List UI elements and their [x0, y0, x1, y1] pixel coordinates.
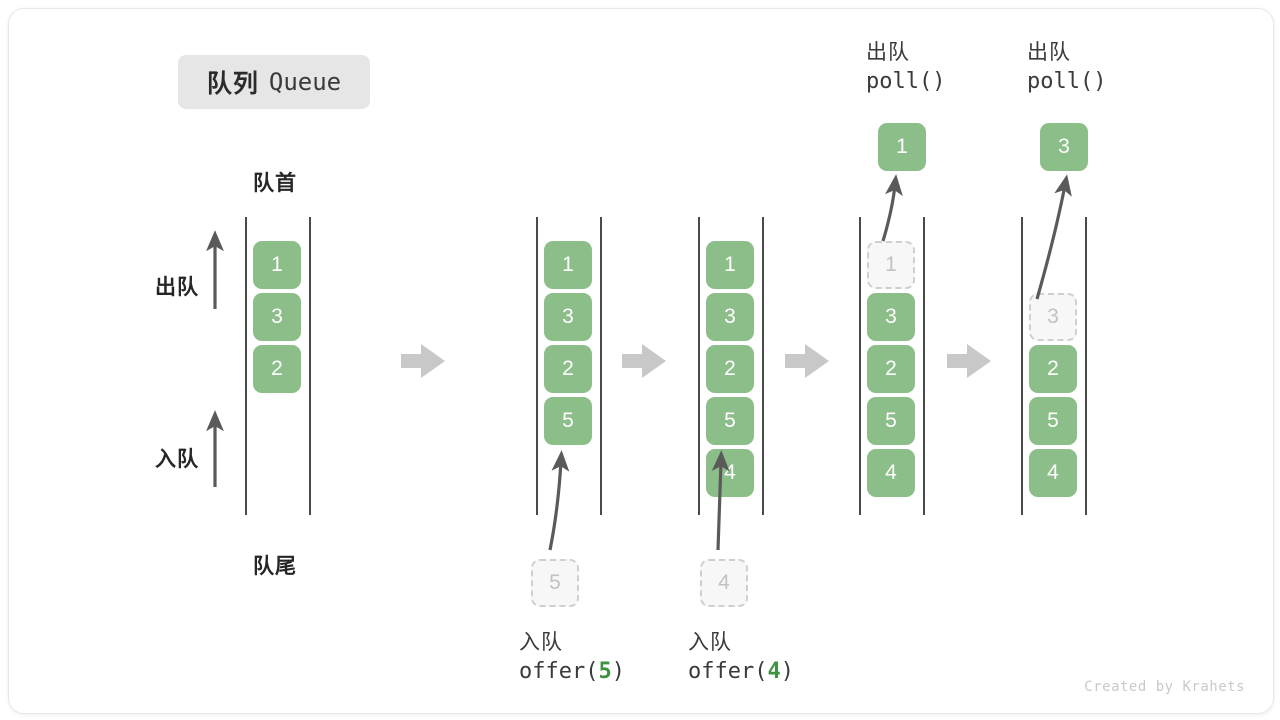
queue-cell: 2 [544, 345, 592, 393]
code-suffix: ) [780, 659, 794, 685]
code-suffix: ) [611, 659, 625, 685]
queue-cell: 4 [867, 449, 915, 497]
step-arrow-3 [785, 344, 829, 378]
rail-left [698, 217, 700, 515]
queue-stage-after-poll-3: 3 2 5 4 [1021, 217, 1087, 515]
queue-cell: 1 [544, 241, 592, 289]
queue-cell: 3 [544, 293, 592, 341]
code-prefix: offer( [688, 659, 768, 685]
queue-cell: 3 [706, 293, 754, 341]
queue-stage-after-poll-1: 1 3 2 5 4 [859, 217, 925, 515]
incoming-ghost-cell-5: 5 [531, 559, 579, 607]
operation-label-poll-1-cn: 出队 [866, 41, 910, 64]
enqueue-direction-label: 入队 [155, 448, 199, 471]
operation-label-offer-4-cn: 入队 [688, 631, 732, 654]
queue-stage-initial: 1 3 2 [245, 217, 311, 515]
queue-cell: 3 [253, 293, 301, 341]
code-arg: 4 [767, 659, 781, 685]
rail-right [762, 217, 764, 515]
queue-cell: 2 [1029, 345, 1077, 393]
queue-cell: 1 [253, 241, 301, 289]
operation-label-poll-1-code: poll() [866, 69, 946, 95]
rail-left [859, 217, 861, 515]
popped-cell-3: 3 [1040, 123, 1088, 171]
operation-label-offer-5-cn: 入队 [519, 631, 563, 654]
popped-cell-1: 1 [878, 123, 926, 171]
rail-right [923, 217, 925, 515]
operation-label-offer-4-code: offer(4) [688, 658, 794, 687]
queue-cell: 4 [1029, 449, 1077, 497]
rail-right [600, 217, 602, 515]
step-arrow-4 [947, 344, 991, 378]
title-badge: 队列 Queue [178, 55, 370, 109]
rail-right [1085, 217, 1087, 515]
operation-label-offer-4: 入队 offer(4) [688, 629, 794, 687]
incoming-ghost-cell-4: 4 [700, 559, 748, 607]
step-arrow-1 [401, 344, 445, 378]
queue-cell: 4 [706, 449, 754, 497]
queue-cell: 5 [544, 397, 592, 445]
queue-cell: 2 [253, 345, 301, 393]
queue-cell: 5 [867, 397, 915, 445]
rail-right [309, 217, 311, 515]
queue-stage-after-offer-4: 1 3 2 5 4 [698, 217, 764, 515]
operation-label-poll-2: 出队 poll() [1027, 39, 1106, 97]
diagram-card: 队列 Queue 队首 队尾 出队 入队 1 3 2 1 3 2 5 5 入队 … [8, 8, 1274, 714]
dequeue-direction-label: 出队 [155, 276, 199, 299]
queue-cell: 1 [706, 241, 754, 289]
queue-cell-removed: 1 [867, 241, 915, 289]
rail-left [536, 217, 538, 515]
code-prefix: offer( [519, 659, 599, 685]
queue-tail-label: 队尾 [253, 555, 297, 578]
queue-cell-removed: 3 [1029, 293, 1077, 341]
queue-cell: 5 [706, 397, 754, 445]
operation-label-offer-5: 入队 offer(5) [519, 629, 625, 687]
queue-cell: 2 [706, 345, 754, 393]
operation-label-poll-1: 出队 poll() [866, 39, 945, 97]
queue-cell: 3 [867, 293, 915, 341]
queue-cell: 5 [1029, 397, 1077, 445]
operation-label-poll-2-cn: 出队 [1027, 41, 1071, 64]
rail-left [245, 217, 247, 515]
footer-credit: Created by Krahets [1084, 679, 1245, 695]
queue-cell: 2 [867, 345, 915, 393]
operation-label-offer-5-code: offer(5) [519, 658, 625, 687]
title-english: Queue [268, 68, 342, 96]
rail-left [1021, 217, 1023, 515]
title-chinese: 队列 [206, 70, 259, 98]
code-arg: 5 [598, 659, 612, 685]
queue-stage-after-offer-5: 1 3 2 5 [536, 217, 602, 515]
step-arrow-2 [622, 344, 666, 378]
operation-label-poll-2-code: poll() [1027, 69, 1107, 95]
queue-head-label: 队首 [253, 172, 297, 195]
